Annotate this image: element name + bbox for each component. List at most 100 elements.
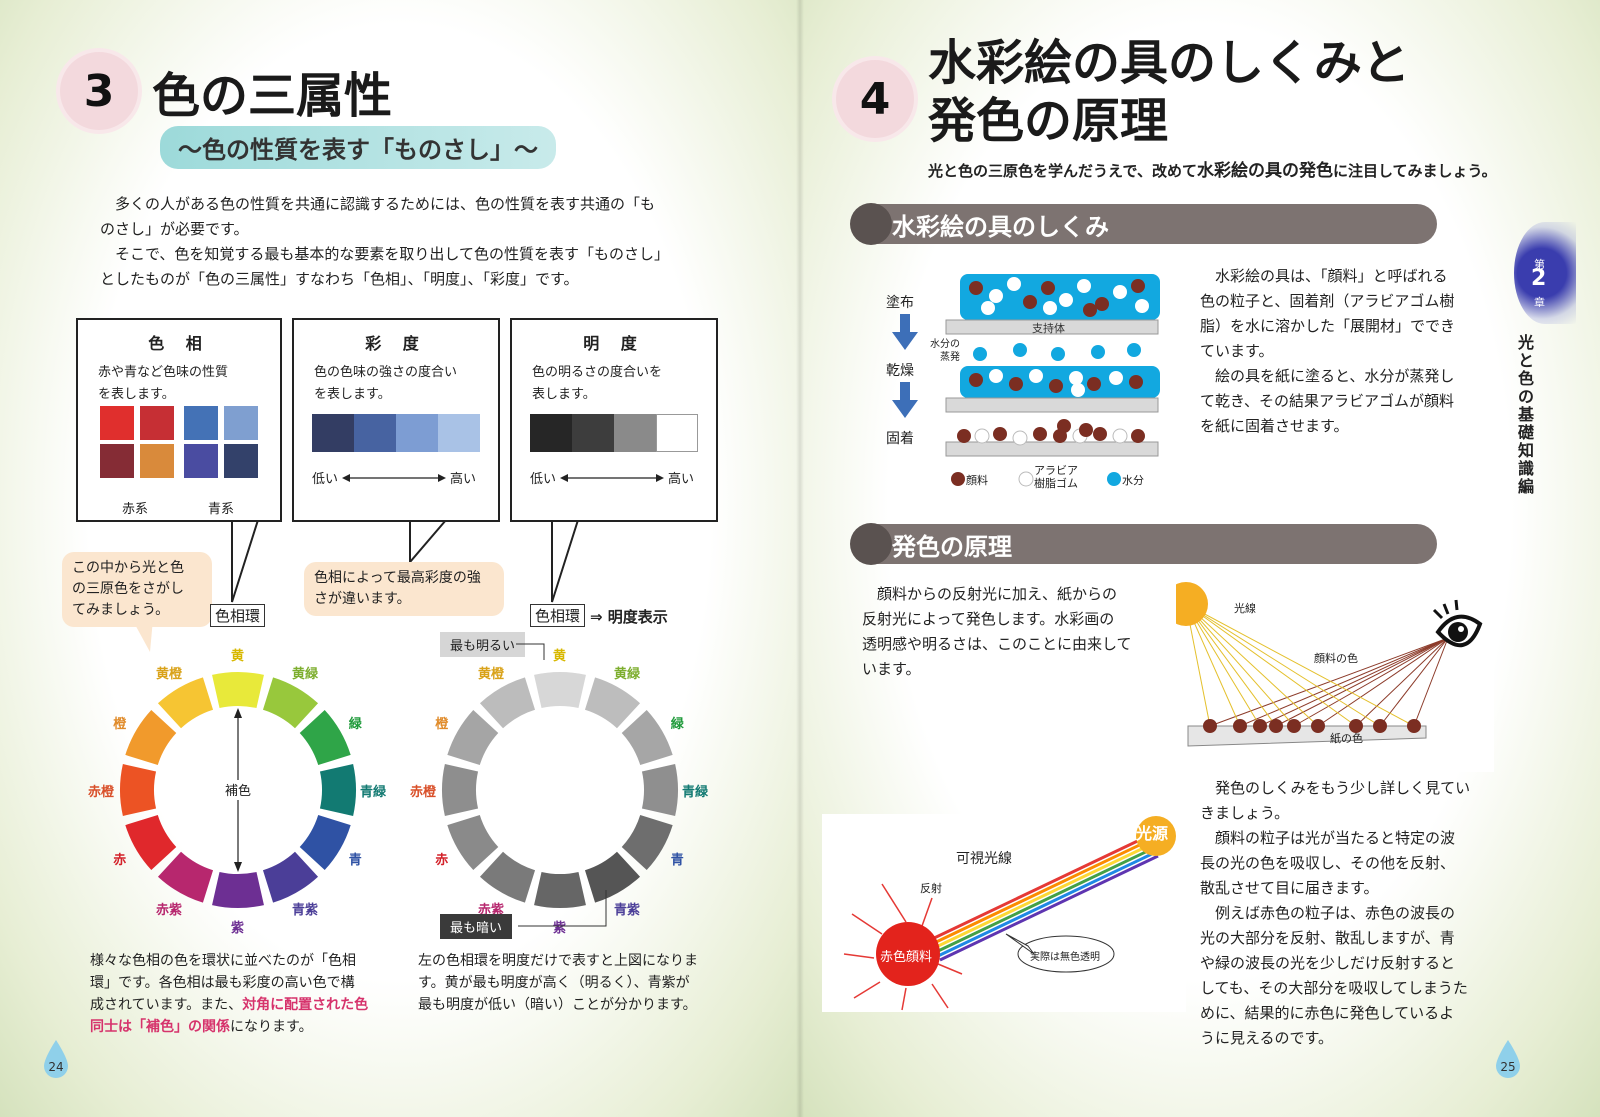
particle [1113, 285, 1127, 299]
complement-arrow: 補色 [220, 708, 256, 872]
page-title: 色の三属性 [152, 68, 393, 124]
lightness-box-text: 色の明るさの度合いを 表します。 [532, 362, 662, 406]
reflected-ray [1275, 637, 1449, 727]
water-drop-icon [44, 1040, 68, 1078]
section-heading-color: 発色の原理 [870, 524, 1437, 564]
reflected-ray [1259, 637, 1449, 727]
gray-wheel-callout-lines [516, 643, 607, 927]
light-source-icon [1136, 816, 1176, 856]
hue-label: 緑 [670, 717, 684, 732]
text-line: 光の大部分を反射、散乱しますが、青 [1200, 929, 1455, 947]
hue-label: 青 [670, 853, 684, 868]
hue-label: 赤橙 [410, 785, 437, 800]
brightest-label: 最も明るい [440, 632, 526, 657]
red-swatch [140, 406, 174, 440]
hue-label: 黄 [553, 649, 567, 664]
intro-line: のさし」が必要です。 [100, 220, 249, 238]
visible-light-label: 可視光線 [956, 851, 1012, 867]
wheel-segment [447, 814, 499, 871]
saturation-box-tail [409, 519, 449, 565]
hue-label: 黄緑 [614, 667, 641, 683]
saturation-bubble: 色相によって最高彩度の強 さが違います。 [304, 562, 504, 616]
particle [1093, 427, 1107, 441]
evap-line: 水分の [930, 339, 960, 350]
caption-emphasis: 同士は「補色」の関係 [90, 1019, 230, 1035]
saturation-swatch [396, 414, 438, 452]
red-swatch [140, 444, 174, 478]
wheel-caption: 様々な色相の色を環状に並べたのが「色相 環」です。各色相は最も彩度の高い色で構 … [90, 950, 390, 1038]
wheel-segment [125, 709, 177, 766]
particle [1087, 377, 1101, 391]
light-ray [1185, 603, 1381, 727]
wheel-segment [621, 709, 673, 766]
page-number-drop: 25 [1492, 1038, 1524, 1078]
text-line: 反射光によって発色します。水彩画の [862, 610, 1115, 628]
scale-arrow [560, 474, 664, 482]
hue-label: 赤 [435, 853, 449, 868]
particle [1112, 428, 1128, 444]
paper-color-label: 紙の色 [1330, 732, 1363, 745]
section-number-badge: 4 [836, 60, 914, 138]
pigment-particle [1253, 719, 1267, 733]
saturation-box-text-line: を表します。 [314, 387, 391, 402]
gray-caption: 左の色相環を明度だけで表すと上図になりま す。黄が最も明度が高く（明るく）、青紫… [418, 950, 728, 1016]
text-line: て乾き、その結果アラビアゴムが顔料 [1200, 392, 1454, 410]
right-page: 4 水彩絵の具のしくみと 発色の原理 光と色の三原色を学んだうえで、改めて水彩絵… [800, 0, 1600, 1117]
blue-swatch [184, 444, 218, 478]
paint-structure-diagram [892, 274, 1160, 457]
arrow-down-icon [892, 314, 918, 350]
lightness-box: 明 度 色の明るさの度合いを 表します。 低い 高い [510, 318, 718, 522]
pigment-particle [1233, 719, 1247, 733]
support-layer-1 [945, 319, 1159, 335]
reflected-ray [1355, 637, 1449, 727]
darkest-label: 最も暗い [440, 914, 513, 939]
particle [1023, 295, 1037, 309]
light-ray [1185, 603, 1295, 727]
color-principle-text: 顔料からの反射光に加え、紙からの 反射光によって発色します。水彩画の 透明感や明… [862, 582, 1152, 682]
intro-line: そこで、色を知覚する最も基本的な要素を取り出して色の性質を表す「ものさし」 [115, 245, 669, 263]
caption-line: 様々な色相の色を環状に並べたのが「色相 [90, 953, 356, 969]
wheel-segment [621, 814, 673, 871]
eye-reflection-diagram [1176, 576, 1494, 772]
saturation-bubble-line: さが違います。 [314, 591, 411, 607]
red-pigment-particle [876, 922, 940, 986]
eye-icon [1432, 599, 1483, 648]
red-swatch [100, 406, 134, 440]
water-dot-icon [1107, 472, 1121, 486]
particle [973, 347, 987, 361]
lightness-box-title: 明 度 [583, 334, 645, 353]
wheel-segment [299, 814, 351, 871]
hue-label: 黄 [231, 649, 245, 664]
lightness-box-text-line: 色の明るさの度合いを [532, 365, 663, 380]
text-line: めに、結果的に赤色に発色しているよ [1200, 1004, 1455, 1022]
caption-emphasis: 対角に配置された色 [242, 997, 369, 1013]
page-number-drop: 24 [40, 1038, 72, 1078]
low-label: 低い [312, 472, 339, 487]
hue-label: 赤紫 [156, 902, 183, 918]
text-line: を紙に固着させます。 [1200, 417, 1349, 435]
step-dry: 乾燥 [886, 363, 914, 379]
evap-line: 蒸発 [940, 352, 960, 363]
lightness-display-label: ⇒ 明度表示 [590, 608, 668, 626]
legend-water: 水分 [1122, 474, 1144, 487]
chapter-tab[interactable]: 第 2 章 [1514, 222, 1576, 324]
hue-box-text: 赤や青など色味の性質 を表します。 [98, 362, 228, 406]
hue-wheel-tag-2: 色相環 [530, 604, 586, 627]
particle [993, 427, 1007, 441]
wheel-segment [262, 677, 319, 729]
particle [1007, 277, 1021, 291]
complement-label: 補色 [225, 783, 251, 799]
pigment-particle [1269, 719, 1283, 733]
water-drop-icon [1496, 1040, 1520, 1078]
hue-label: 橙 [113, 717, 127, 732]
hue-box-text-line: 赤や青など色味の性質 [98, 365, 229, 380]
blue-swatch [184, 406, 218, 440]
support-layer-2 [945, 397, 1159, 413]
wheel-segment [212, 871, 264, 908]
particle [1049, 379, 1063, 393]
text-line: 水彩絵の具は、「顔料」と呼ばれる [1215, 267, 1448, 285]
particle [981, 301, 995, 315]
text-line: きましょう。 [1200, 804, 1290, 822]
wheel-segment [125, 814, 177, 871]
legend-gum-line: アラビア [1034, 464, 1078, 477]
